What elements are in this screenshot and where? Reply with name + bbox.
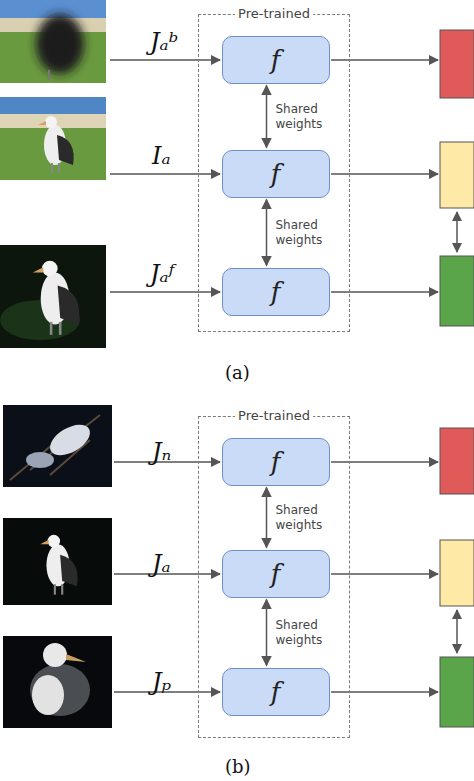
network-box: f	[222, 150, 330, 198]
network-box: f	[222, 550, 330, 598]
network-label: f	[271, 47, 281, 73]
output-arrow	[331, 691, 438, 693]
pretrained-group: Pre-trainedfff	[198, 14, 350, 332]
embeddings	[440, 30, 474, 727]
positive-embedding	[440, 256, 474, 326]
negative-embedding	[440, 428, 474, 494]
network-box: f	[222, 268, 330, 316]
edge-label: Shared weights	[276, 102, 334, 132]
pretrained-group: Pre-trainedfff	[198, 416, 350, 738]
input-image	[0, 0, 106, 83]
input-image	[3, 518, 112, 605]
output-arrow	[331, 173, 438, 175]
network-label: f	[271, 679, 281, 705]
network-label: f	[271, 449, 281, 475]
edge-label: Shared weights	[276, 218, 334, 248]
input-symbol: Jₐᵇ	[150, 30, 178, 54]
image-background	[0, 97, 106, 180]
bird-head	[43, 643, 67, 667]
input-symbol: Jₐᶠ	[150, 262, 174, 286]
shared-weights-arrow	[266, 200, 268, 266]
network-box: f	[222, 438, 330, 486]
positive-embedding	[440, 657, 474, 727]
shared-weights-arrow	[266, 488, 268, 548]
blurred-bird	[36, 14, 84, 74]
image-background	[0, 0, 106, 83]
pull-arrow	[456, 610, 458, 653]
input-symbol: Iₐ	[152, 144, 171, 168]
input-image	[3, 405, 112, 487]
output-arrow	[331, 461, 438, 463]
image-sky	[0, 0, 106, 18]
edge-label: Shared weights	[276, 503, 334, 533]
output-arrow	[331, 573, 438, 575]
group-heading: Pre-trained	[235, 407, 313, 425]
output-arrow	[331, 291, 438, 293]
input-symbol: Jₐ	[152, 552, 171, 576]
flow-arrows	[110, 60, 438, 692]
similarity-arrows	[456, 212, 458, 653]
network-label: f	[271, 561, 281, 587]
network-label: f	[271, 279, 281, 305]
bird-body	[30, 664, 90, 716]
image-background	[3, 405, 112, 487]
bird-breast	[32, 675, 64, 715]
input-symbol: Jₚ	[152, 670, 171, 694]
bird-figure	[45, 419, 95, 462]
bird-beak	[66, 654, 86, 662]
shared-weights-arrow	[266, 600, 268, 666]
bird-figure	[38, 116, 74, 173]
image-branches	[10, 415, 100, 480]
output-arrow	[331, 59, 438, 61]
anchor-embedding	[440, 540, 474, 606]
image-background	[3, 636, 112, 728]
input-arrow	[110, 59, 220, 61]
pull-arrow	[456, 212, 458, 252]
image-sky	[0, 97, 106, 114]
network-box: f	[222, 668, 330, 716]
network-label: f	[271, 161, 281, 187]
bird-figure	[40, 535, 77, 595]
input-image	[0, 245, 106, 348]
image-background	[3, 518, 112, 605]
negative-embedding	[440, 30, 474, 98]
panel-label: (b)	[225, 758, 251, 776]
bird-leg	[48, 70, 50, 80]
input-arrow	[110, 173, 220, 175]
anchor-embedding	[440, 142, 474, 208]
input-arrow	[110, 291, 220, 293]
group-heading: Pre-trained	[235, 5, 313, 23]
bird-figure	[26, 452, 54, 468]
input-symbol: Jₙ	[152, 440, 171, 464]
network-box: f	[222, 36, 330, 84]
image-background	[0, 245, 106, 348]
edge-label: Shared weights	[276, 618, 334, 648]
input-image	[3, 636, 112, 728]
input-image	[0, 97, 106, 180]
bird-figure	[33, 261, 79, 335]
panel-label: (a)	[225, 364, 250, 382]
shared-weights-arrow	[266, 86, 268, 148]
